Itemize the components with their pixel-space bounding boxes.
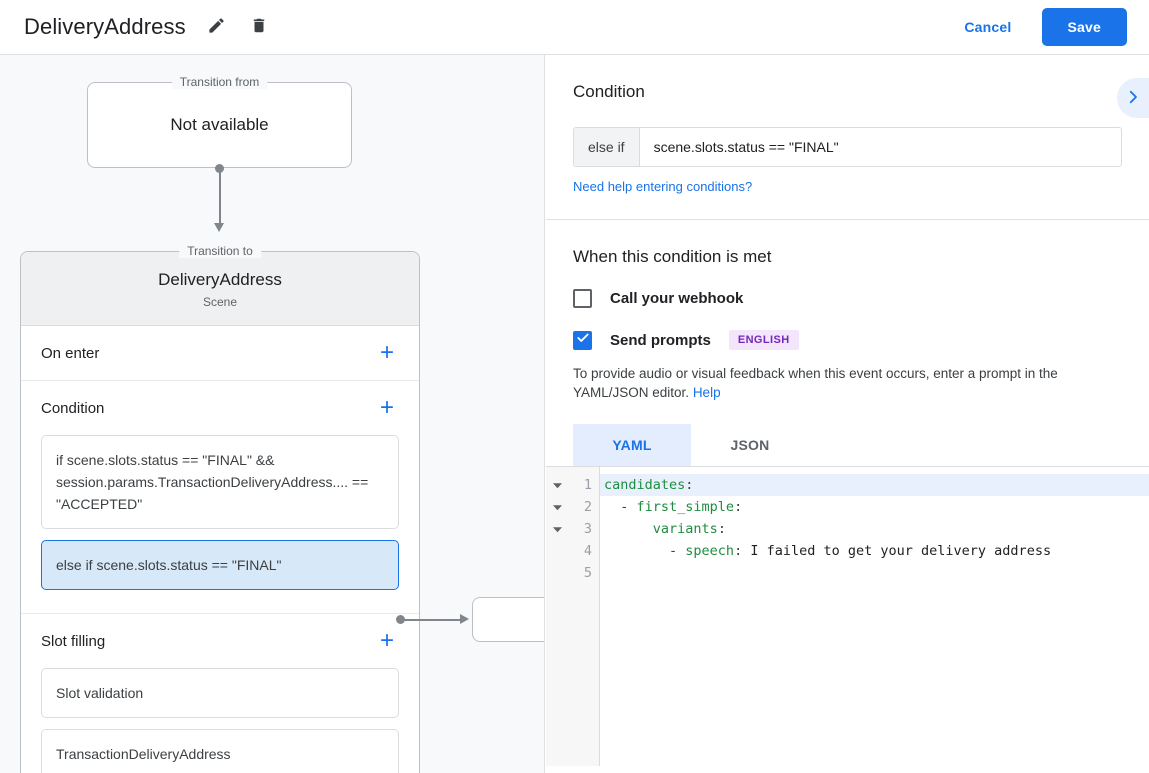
delete-button[interactable]: [242, 10, 276, 44]
edit-button[interactable]: [200, 10, 234, 44]
panel-condition-section: Condition else if scene.slots.status == …: [546, 55, 1149, 196]
webhook-row[interactable]: Call your webhook: [573, 289, 1122, 308]
call-webhook-label: Call your webhook: [610, 290, 744, 307]
panel-divider: [546, 219, 1149, 220]
add-condition-button[interactable]: +: [379, 394, 394, 421]
prompts-help-link[interactable]: Help: [692, 385, 721, 400]
editor-line-numbers: 1 2 3 4 5: [568, 467, 600, 766]
editor-fold-column: [546, 467, 568, 766]
code-line: candidates:: [600, 474, 1149, 496]
when-met-heading: When this condition is met: [573, 247, 772, 266]
prompts-description-text: To provide audio or visual feedback when…: [573, 366, 1058, 400]
save-button[interactable]: Save: [1041, 8, 1127, 46]
connector-line-horizontal: [400, 619, 462, 621]
section-on-enter: On enter +: [21, 326, 419, 381]
tab-yaml[interactable]: YAML: [573, 424, 691, 466]
condition-item-selected[interactable]: else if scene.slots.status == "FINAL": [41, 540, 399, 590]
pencil-icon: [207, 16, 226, 38]
condition-operator-label: else if: [574, 128, 640, 166]
section-condition: Condition + if scene.slots.status == "FI…: [21, 381, 419, 614]
tab-json[interactable]: JSON: [730, 437, 770, 453]
transition-to-name: DeliveryAddress: [158, 270, 282, 289]
add-slot-filling-button[interactable]: +: [379, 627, 394, 654]
prompts-description: To provide audio or visual feedback when…: [573, 364, 1122, 402]
code-line: - speech: I failed to get your delivery …: [669, 543, 1052, 559]
transition-to-legend: Transition to: [179, 244, 261, 258]
section-title-condition: Condition: [41, 399, 105, 417]
call-webhook-checkbox[interactable]: [573, 289, 592, 308]
line-number: 2: [583, 499, 592, 515]
fold-toggle[interactable]: [546, 474, 568, 496]
line-number: 4: [583, 543, 592, 559]
editor-code-area[interactable]: candidates: - first_simple: variants: - …: [600, 467, 1149, 766]
transition-to-node[interactable]: Transition to DeliveryAddress Scene On e…: [20, 244, 420, 773]
connector-line-vertical: [219, 168, 221, 224]
chevron-right-icon: [1124, 88, 1142, 109]
connector-arrow-right: [460, 614, 469, 624]
section-spacer-condition: [41, 601, 399, 613]
transition-from-legend: Transition from: [171, 75, 268, 89]
transition-to-subtitle: Scene: [202, 295, 238, 309]
add-on-enter-button[interactable]: +: [379, 339, 394, 366]
section-header-slot-filling: Slot filling +: [41, 614, 399, 668]
section-title-on-enter: On enter: [41, 344, 100, 362]
section-header-on-enter: On enter +: [41, 326, 399, 380]
code-line: - first_simple:: [620, 499, 743, 515]
yaml-editor[interactable]: 1 2 3 4 5 candidates: - first_simple: va…: [546, 466, 1149, 766]
panel-condition-heading: Condition: [573, 82, 645, 101]
panel-when-met-section: When this condition is met Call your web…: [546, 220, 1149, 466]
line-number: 5: [583, 565, 592, 581]
expand-panel-button[interactable]: [1117, 78, 1149, 118]
code-line: [600, 562, 1149, 584]
condition-input-row[interactable]: else if scene.slots.status == "FINAL": [573, 127, 1122, 167]
editor-tabs: YAML JSON: [573, 424, 1122, 466]
transition-from-node[interactable]: Transition from Not available: [87, 75, 352, 168]
send-prompts-label: Send prompts: [610, 331, 711, 349]
condition-item[interactable]: if scene.slots.status == "FINAL" && sess…: [41, 435, 399, 529]
detail-panel: Condition else if scene.slots.status == …: [546, 55, 1149, 773]
language-badge: ENGLISH: [728, 330, 799, 350]
section-title-slot-filling: Slot filling: [41, 632, 106, 650]
transition-target-node[interactable]: [472, 597, 544, 642]
page-title: DeliveryAddress: [24, 14, 186, 39]
top-app-bar: DeliveryAddress Cancel Save: [0, 0, 1149, 55]
transition-to-header: DeliveryAddress Scene: [21, 252, 419, 326]
slot-validation-item[interactable]: Slot validation: [41, 668, 399, 718]
trash-icon: [250, 16, 268, 38]
condition-expression-input[interactable]: scene.slots.status == "FINAL": [653, 139, 839, 155]
line-number: 3: [583, 521, 592, 537]
connector-arrow-down: [214, 223, 224, 232]
send-prompts-checkbox[interactable]: [573, 330, 592, 350]
flow-canvas[interactable]: Transition from Not available Transition…: [0, 55, 545, 773]
code-line: variants:: [652, 521, 726, 537]
transition-from-value: Not available: [170, 115, 269, 134]
send-prompts-row[interactable]: Send prompts ENGLISH: [573, 330, 1122, 350]
cancel-button[interactable]: Cancel: [950, 10, 1025, 44]
section-header-condition: Condition +: [41, 381, 399, 435]
section-slot-filling: Slot filling + Slot validation Transacti…: [21, 614, 419, 773]
fold-toggle[interactable]: [546, 496, 568, 518]
line-number: 1: [583, 477, 592, 493]
fold-toggle[interactable]: [546, 518, 568, 540]
slot-item[interactable]: TransactionDeliveryAddress: [41, 729, 399, 773]
checkmark-icon: [576, 331, 590, 350]
condition-help-link[interactable]: Need help entering conditions?: [573, 179, 753, 194]
